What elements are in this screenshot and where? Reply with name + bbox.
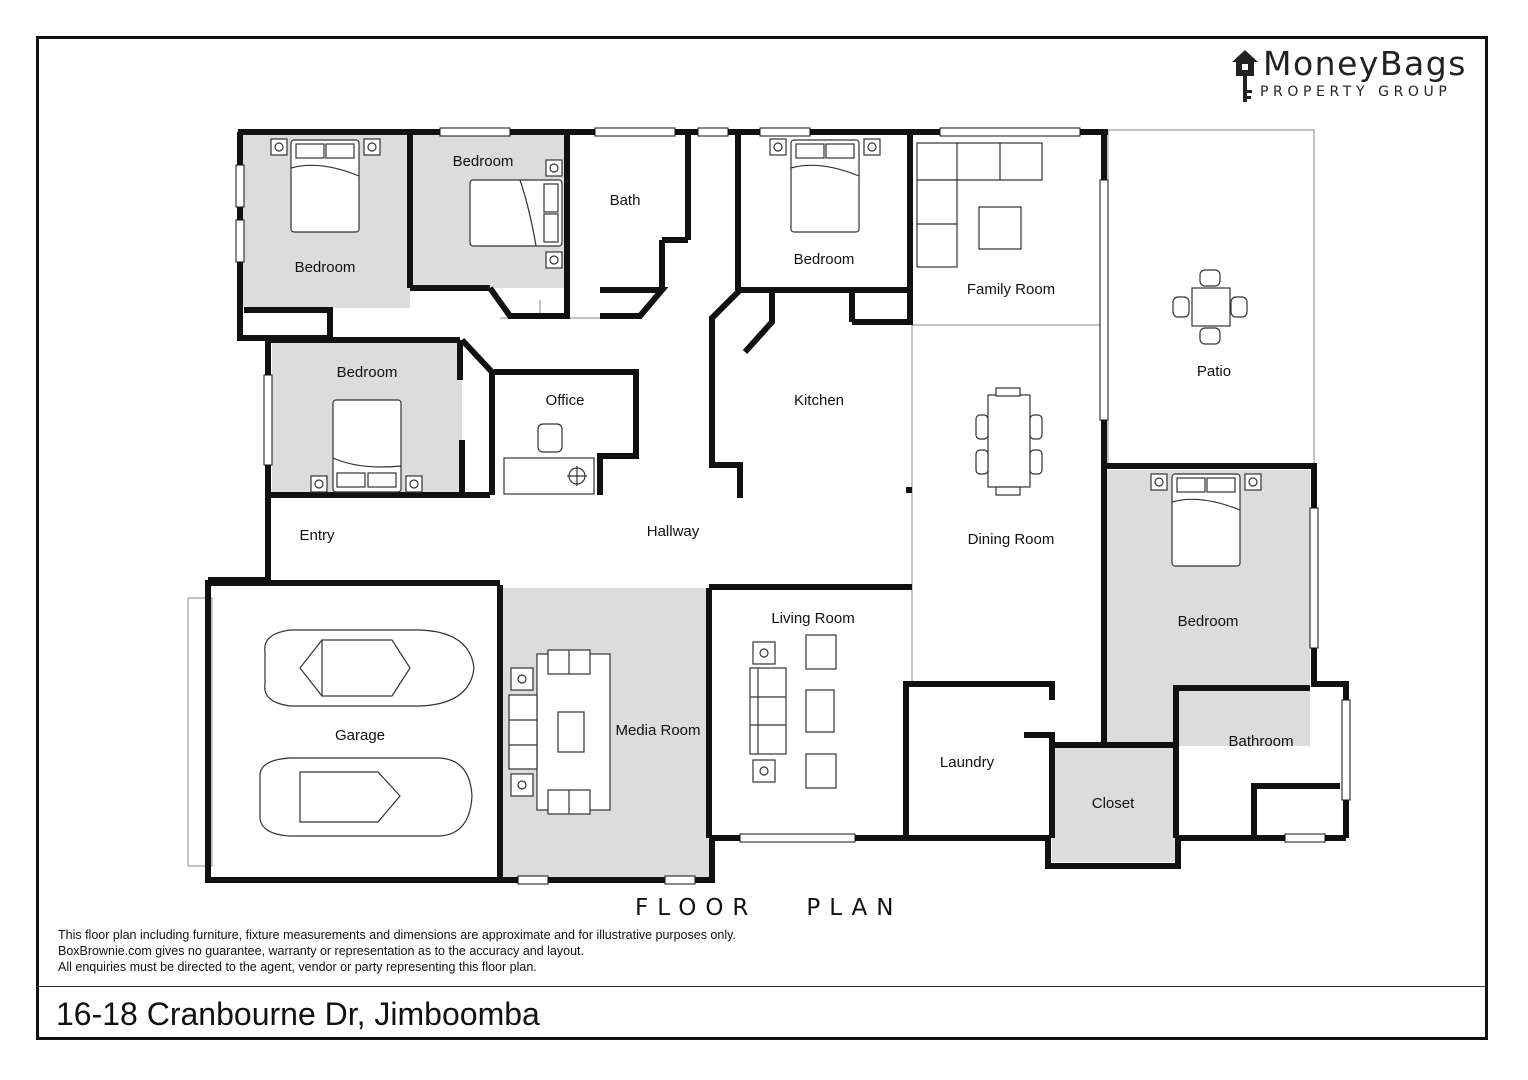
shaded-areas	[240, 133, 1310, 880]
sofa-icon	[508, 649, 611, 815]
chair-icon	[503, 423, 595, 495]
footer-divider	[39, 986, 1485, 987]
sofa-icon	[749, 634, 837, 789]
windows	[235, 127, 1351, 885]
property-address: 16-18 Cranbourne Dr, Jimboomba	[56, 996, 540, 1032]
label-bedroom-4: Bedroom	[337, 364, 398, 381]
label-family-room: Family Room	[967, 281, 1055, 298]
label-patio: Patio	[1197, 363, 1231, 380]
bed-icon	[469, 159, 563, 269]
sofa-icon	[916, 142, 1043, 268]
label-bedroom-2: Bedroom	[453, 153, 514, 170]
plan-title: FLOOR PLAN	[635, 895, 903, 921]
bed-icon	[310, 399, 423, 493]
label-bedroom-1: Bedroom	[295, 259, 356, 276]
bed-icon	[1150, 473, 1262, 567]
disclaimer: This floor plan including furniture, fix…	[58, 927, 736, 975]
disclaimer-line: BoxBrownie.com gives no guarantee, warra…	[58, 944, 584, 958]
label-bath: Bath	[610, 192, 641, 209]
label-hallway: Hallway	[647, 523, 700, 540]
car-icon	[259, 757, 473, 837]
label-kitchen: Kitchen	[794, 392, 844, 409]
table-icon	[975, 387, 1043, 496]
label-bathroom: Bathroom	[1228, 733, 1293, 750]
brand-name: MoneyBags	[1263, 44, 1467, 83]
label-media-room: Media Room	[615, 722, 700, 739]
label-laundry: Laundry	[940, 754, 995, 771]
label-bedroom-3: Bedroom	[794, 251, 855, 268]
house-key-icon	[1232, 50, 1258, 102]
brand-subtitle: PROPERTY GROUP	[1260, 84, 1452, 100]
label-garage: Garage	[335, 727, 385, 744]
disclaimer-line: All enquiries must be directed to the ag…	[58, 960, 537, 974]
table-icon	[1172, 269, 1248, 345]
bed-icon	[769, 138, 881, 233]
car-icon	[264, 629, 475, 707]
label-dining-room: Dining Room	[968, 531, 1055, 548]
label-bedroom-master: Bedroom	[1178, 613, 1239, 630]
room-labels: Bedroom Bedroom Bath Bedroom Family Room…	[295, 153, 1294, 812]
label-closet: Closet	[1092, 795, 1135, 812]
label-living-room: Living Room	[771, 610, 854, 627]
label-entry: Entry	[299, 527, 335, 544]
disclaimer-line: This floor plan including furniture, fix…	[58, 928, 736, 942]
label-office: Office	[546, 392, 585, 409]
bed-icon	[270, 138, 381, 233]
page-frame	[36, 36, 1488, 1040]
